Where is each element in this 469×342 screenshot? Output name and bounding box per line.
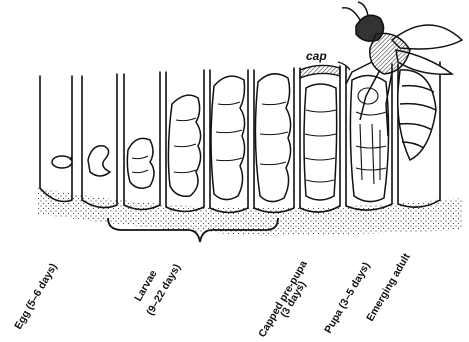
bee-antenna-1 [342, 8, 360, 20]
label-egg: Egg (5–6 days) [12, 261, 59, 331]
larva-large [211, 76, 245, 199]
pre-pupa [304, 84, 337, 200]
label-pupa: Pupa (3–5 days) [322, 260, 372, 335]
bee-antenna-2 [358, 2, 368, 16]
larva-full [255, 74, 290, 202]
label-emerging: Emerging adult [364, 251, 413, 324]
larva-medium [168, 95, 200, 196]
egg [52, 156, 72, 168]
young-larva [88, 146, 110, 176]
pupa [350, 75, 388, 201]
bee-abdomen [398, 70, 436, 160]
wax-cap [300, 65, 340, 78]
cap-label: cap [306, 49, 327, 63]
label-prepupa: Capped pre-pupa [256, 259, 310, 340]
larva-small [127, 138, 154, 188]
